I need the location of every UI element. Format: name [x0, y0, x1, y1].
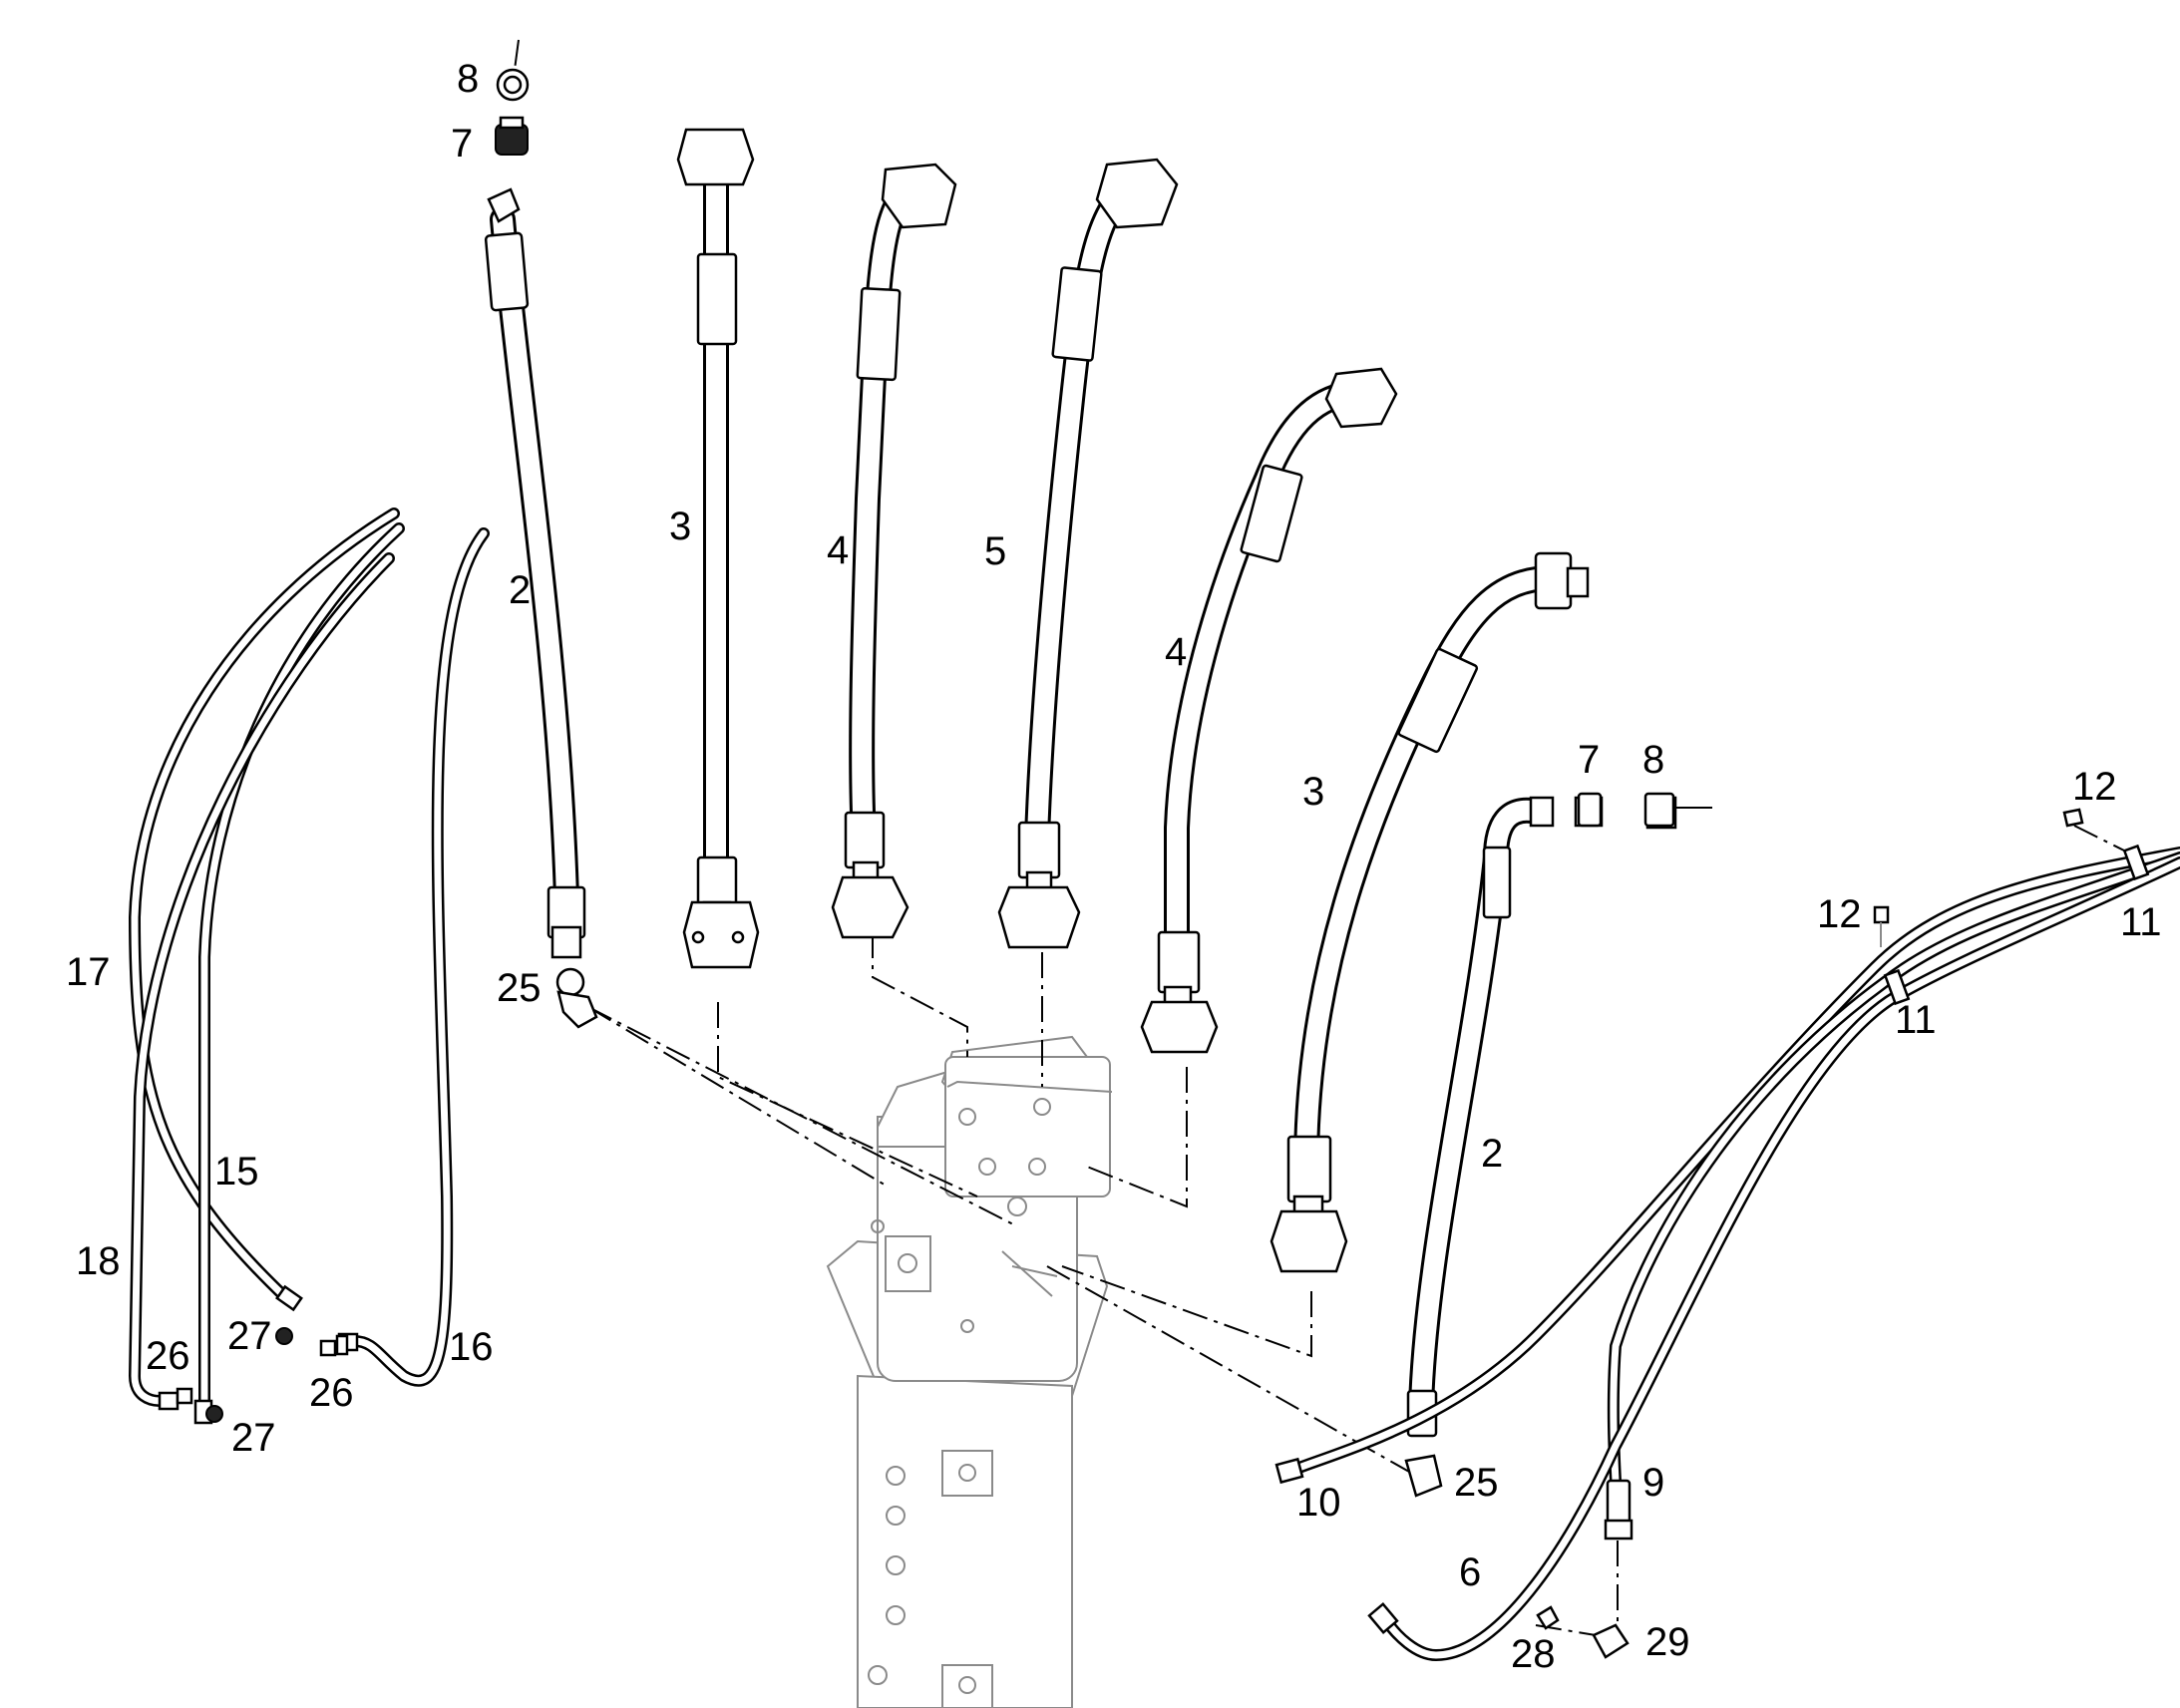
- pilot-hoses-left: [129, 508, 490, 1425]
- label-17: 17: [66, 950, 111, 994]
- label-18: 18: [76, 1239, 121, 1283]
- hose-4-upper: [831, 163, 957, 939]
- label-28: 28: [1511, 1632, 1556, 1676]
- assembly-leader-lines: [514, 39, 2135, 1636]
- label-4a: 4: [827, 528, 849, 572]
- label-25b: 25: [1454, 1461, 1499, 1505]
- fittings: [495, 68, 1675, 1498]
- label-16: 16: [449, 1325, 494, 1369]
- label-15: 15: [214, 1150, 259, 1194]
- label-7b: 7: [1578, 738, 1600, 782]
- part-labels: 8 7 2 3 4 5 4 3 7 8 12 12 11 11 2 25 25 …: [66, 57, 2162, 1676]
- label-8a: 8: [457, 57, 479, 101]
- hose-2-left: [484, 187, 586, 959]
- label-6: 6: [1459, 1550, 1481, 1594]
- swivel-joint-body: [826, 1035, 1113, 1708]
- hose-4-lower: [1140, 367, 1398, 1054]
- label-27a: 27: [227, 1314, 272, 1358]
- label-2b: 2: [1481, 1132, 1503, 1176]
- label-9: 9: [1642, 1461, 1664, 1505]
- label-25a: 25: [497, 966, 542, 1010]
- label-11b: 11: [1895, 998, 1937, 1042]
- label-11a: 11: [2120, 900, 2162, 944]
- label-26a: 26: [146, 1334, 190, 1378]
- label-29: 29: [1645, 1620, 1690, 1664]
- label-12a: 12: [2072, 765, 2117, 809]
- pilot-hoses-right: [1274, 808, 2180, 1661]
- hose-5: [997, 158, 1179, 949]
- label-2a: 2: [509, 568, 531, 612]
- hose-3-straight: [676, 128, 760, 969]
- label-7a: 7: [451, 122, 473, 166]
- label-3b: 3: [1302, 770, 1324, 814]
- label-4b: 4: [1165, 630, 1187, 674]
- label-27b: 27: [231, 1416, 276, 1460]
- label-12b: 12: [1817, 892, 1862, 936]
- hose-2-right: [1406, 796, 1677, 1438]
- label-5a: 5: [984, 529, 1006, 573]
- label-8b: 8: [1642, 738, 1664, 782]
- label-26b: 26: [309, 1371, 354, 1415]
- label-10: 10: [1296, 1481, 1341, 1525]
- label-3a: 3: [669, 505, 691, 548]
- hose-3-lower: [1270, 551, 1590, 1273]
